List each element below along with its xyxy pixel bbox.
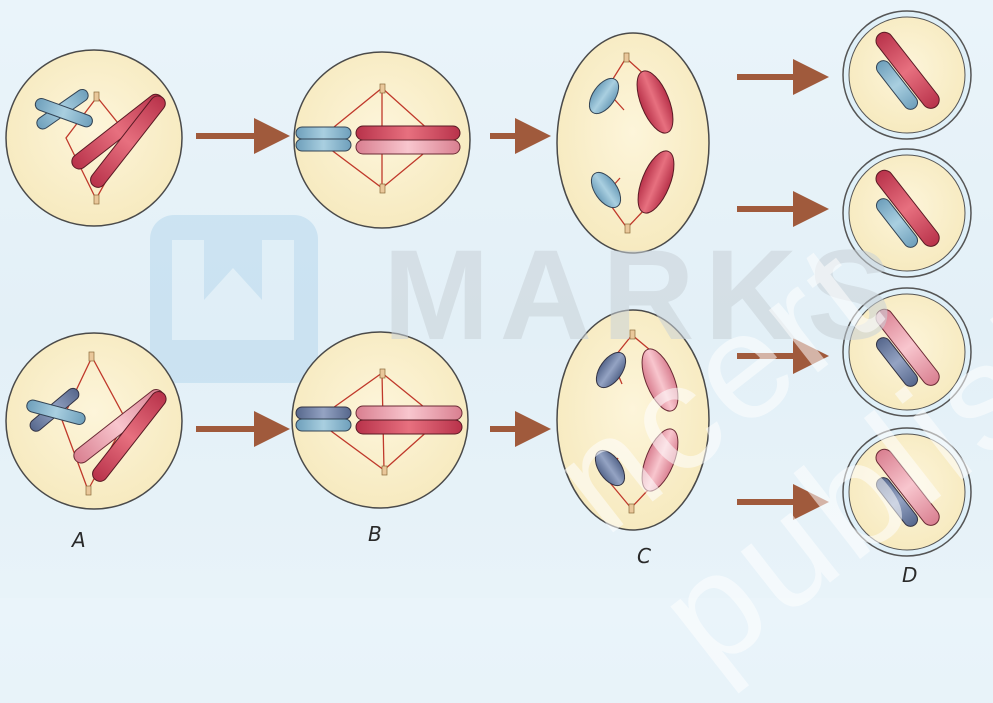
navy-chromatid xyxy=(594,449,626,487)
blue-chromosome xyxy=(34,88,93,130)
cell-d-2 xyxy=(842,148,972,278)
cell-d-4 xyxy=(842,427,972,557)
pink-chromatid xyxy=(875,308,940,386)
watermark-logo xyxy=(150,215,318,383)
pink-chromosome xyxy=(355,405,463,421)
red-chromatid xyxy=(636,70,674,134)
label-c: C xyxy=(637,544,651,568)
cell-b-top xyxy=(293,51,471,229)
red-chromatid xyxy=(875,169,940,247)
arrows xyxy=(196,59,829,520)
red-chromosome xyxy=(355,139,461,155)
navy-chromatid xyxy=(595,351,627,389)
centriole xyxy=(85,485,92,496)
red-chromosome xyxy=(355,419,463,435)
meiosis-diagram xyxy=(5,10,972,557)
centriole xyxy=(93,194,100,205)
navy-chromatid xyxy=(875,477,919,527)
red-chromosome xyxy=(355,125,461,141)
navy-chromatid xyxy=(875,337,919,387)
centriole xyxy=(624,223,631,234)
label-a: A xyxy=(72,528,86,552)
blue-chromosome xyxy=(295,126,352,140)
watermark-text: MARKS xyxy=(383,224,903,367)
blue-chromosome xyxy=(295,138,352,152)
cell-a-bottom xyxy=(5,332,183,510)
label-d: D xyxy=(902,563,918,587)
cell-d-3 xyxy=(842,287,972,417)
red-chromosome xyxy=(71,93,166,188)
pink-chromatid xyxy=(641,428,679,492)
cell-c-top xyxy=(556,32,710,254)
centriole xyxy=(379,83,386,94)
cell-d-1 xyxy=(842,10,972,140)
cell-c-bottom xyxy=(556,309,710,531)
centriole xyxy=(381,465,388,476)
blue-chromosome xyxy=(295,418,352,432)
centriole xyxy=(93,91,100,102)
pink-chromatid xyxy=(641,348,679,412)
navy-chromosome xyxy=(26,387,86,432)
blue-chromatid xyxy=(590,171,622,209)
red-chromatid xyxy=(637,150,675,214)
blue-chromatid xyxy=(875,60,919,110)
blue-chromatid xyxy=(588,77,620,115)
red-chromatid xyxy=(875,31,940,109)
pink-chromosome xyxy=(73,389,167,482)
cell-a-top xyxy=(5,49,183,227)
centriole xyxy=(379,183,386,194)
blue-chromatid xyxy=(875,198,919,248)
centriole xyxy=(379,368,386,379)
centriole xyxy=(623,52,630,63)
centriole xyxy=(88,351,95,362)
pink-chromatid xyxy=(875,448,940,526)
centriole xyxy=(628,503,635,514)
navy-chromosome xyxy=(295,406,352,420)
cell-b-bottom xyxy=(291,331,469,509)
centriole xyxy=(629,329,636,340)
label-b: B xyxy=(368,522,382,546)
